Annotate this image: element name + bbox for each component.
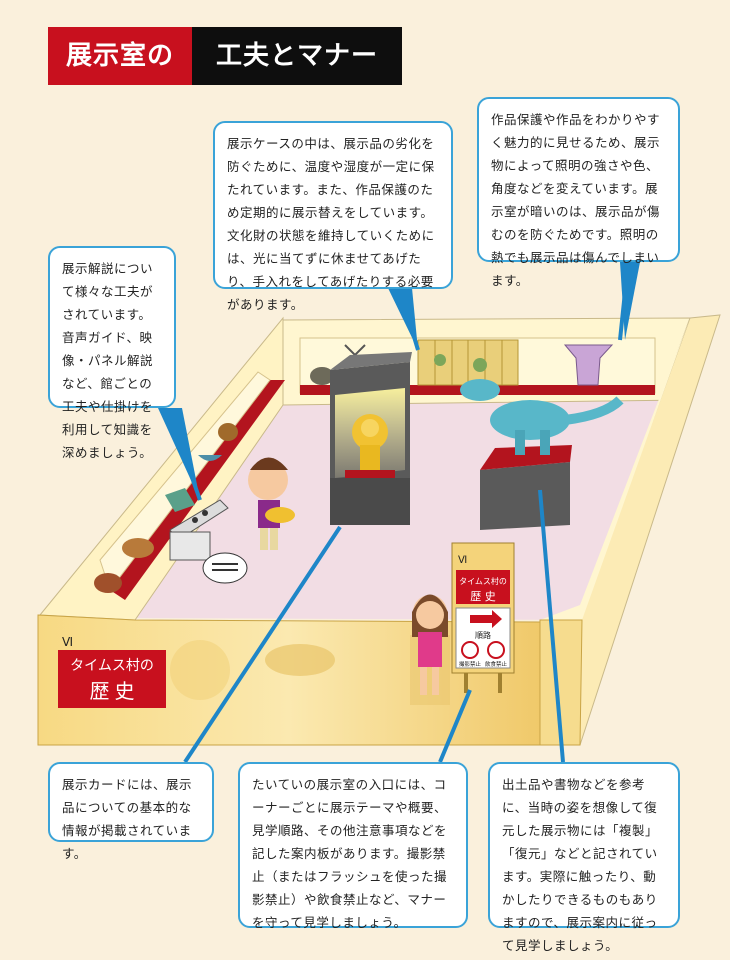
no-photo-icon	[461, 641, 479, 659]
glass-display-case	[330, 352, 412, 525]
dinosaur-exhibit	[460, 379, 624, 530]
sign-title-line1: タイムス村の	[459, 576, 507, 586]
boy-visitor	[248, 457, 295, 550]
title-part1: 展示室の	[48, 27, 193, 85]
audio-guide-station	[169, 499, 229, 561]
panel-title-line2: 歴 史	[90, 680, 135, 703]
girl-visitor	[412, 594, 448, 695]
panel-title-box	[58, 650, 166, 708]
sign-no-photo: 撮影禁止	[459, 660, 482, 668]
panel-title-line1: タイムス村の	[70, 658, 154, 674]
sign-numeral: Ⅵ	[458, 555, 467, 566]
no-food-icon	[487, 641, 505, 659]
whisper-bubble	[202, 552, 248, 584]
sign-no-food: 飲食禁止	[485, 660, 508, 668]
bubble-lighting: 作品保護や作品をわかりやすく魅力的に見せるため、展示物によって照明の強さや色、角…	[477, 97, 680, 288]
panel-numeral: Ⅵ	[62, 635, 73, 649]
title-part2: 工夫とマナー	[192, 27, 403, 85]
bubble-display-case: 展示ケースの中は、展示品の劣化を防ぐために、温度や湿度が一定に保たれています。ま…	[213, 121, 453, 312]
page-title: 展示室の 工夫とマナー	[48, 27, 403, 85]
bubble-display-card: 展示カードには、展示品についての基本的な情報が掲載されています。	[48, 762, 214, 861]
bubble-commentary: 展示解説について様々な工夫がされています。音声ガイド、映像・パネル解説など、館ご…	[48, 246, 176, 460]
sign-route: 順路	[475, 630, 491, 640]
bubble-replica: 出土品や書物などを参考に、当時の姿を想像して復元した展示物には「複製」「復元」な…	[488, 762, 680, 953]
bubble-entrance-board: たいていの展示室の入口には、コーナーごとに展示テーマや概要、見学順路、その他注意…	[238, 762, 468, 930]
kimono-exhibit	[563, 344, 614, 386]
entrance-sign: Ⅵ タイムス村の 歴 史 順路 撮影禁止 飲食禁止	[451, 542, 515, 693]
route-arrow-icon	[470, 610, 502, 628]
folding-screen-exhibit	[417, 339, 519, 386]
sign-title-line2: 歴 史	[470, 590, 496, 603]
